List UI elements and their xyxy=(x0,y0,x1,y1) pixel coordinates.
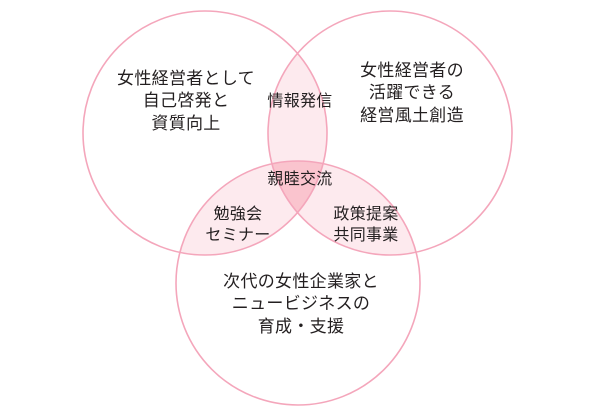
overlap-label-left-right: 情報発信 xyxy=(267,93,333,110)
overlap-label-all-three: 親睦交流 xyxy=(267,171,333,188)
circle-label-left: 女性経営者として 自己啓発と 資質向上 xyxy=(117,69,255,133)
circle-label-bottom: 次代の女性企業家と ニュービジネスの 育成・支援 xyxy=(223,272,379,336)
circle-bottom-outline xyxy=(175,160,421,406)
circle-left-outline xyxy=(82,10,328,256)
overlap-left-bottom-fill xyxy=(176,161,327,255)
overlap-label-left-bottom: 勉強会 セミナー xyxy=(205,206,271,245)
circle-outlines xyxy=(82,10,513,406)
circle-right-outline xyxy=(267,10,513,256)
overlap-right-bottom-fill xyxy=(268,161,420,255)
pair-overlap-fills xyxy=(176,11,420,255)
circle-label-right: 女性経営者の 活躍できる 経営風土創造 xyxy=(360,61,464,125)
overlap-label-right-bottom: 政策提案 共同事業 xyxy=(333,206,399,245)
